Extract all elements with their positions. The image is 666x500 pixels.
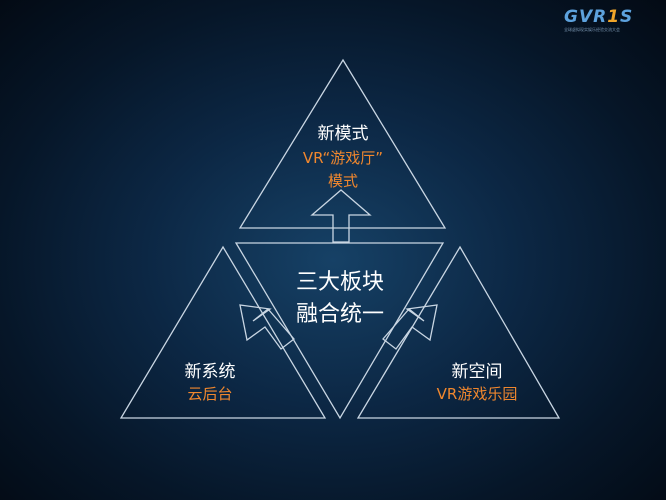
center-triangle <box>234 242 445 420</box>
top-subtitle-line2: 模式 <box>327 172 358 190</box>
top-subtitle-line1: VR“游戏厅” <box>302 149 384 167</box>
left-title: 新系统 <box>184 362 236 382</box>
logo-mark: GVR1S <box>564 7 634 27</box>
right-title: 新空间 <box>451 362 503 382</box>
logo: GVR1S 全球虚拟现实娱乐经验交流大会 <box>564 8 656 33</box>
top-triangle <box>238 58 447 229</box>
top-title: 新模式 <box>317 124 369 144</box>
logo-subtitle: 全球虚拟现实娱乐经验交流大会 <box>564 27 620 32</box>
right-triangle <box>356 245 561 419</box>
arrow-down-left-icon <box>239 304 295 350</box>
arrow-down-right-icon <box>382 304 438 350</box>
left-triangle <box>119 245 327 419</box>
right-subtitle: VR游戏乐园 <box>436 385 518 403</box>
left-subtitle: 云后台 <box>187 385 233 403</box>
arrow-up-icon <box>310 189 372 243</box>
center-line2: 融合统一 <box>295 302 384 327</box>
center-line1: 三大板块 <box>295 270 384 295</box>
